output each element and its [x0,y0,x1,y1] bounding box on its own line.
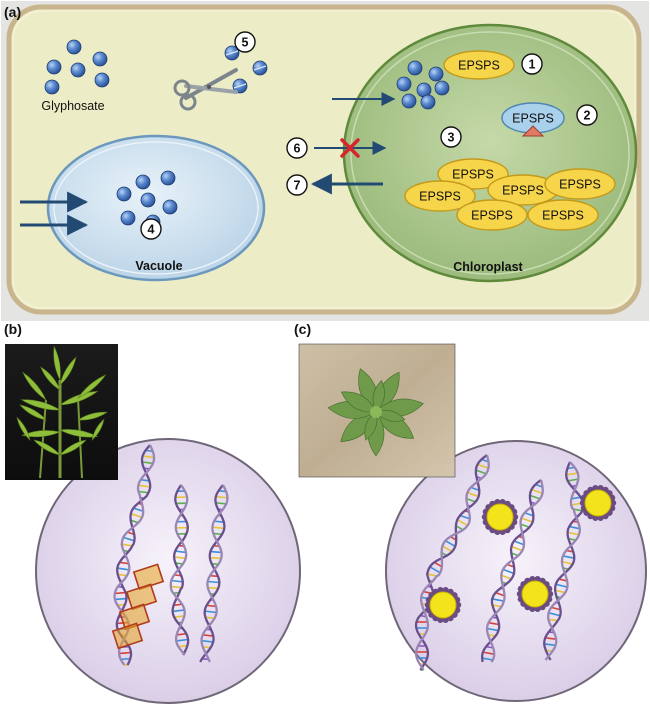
glyphosate-molecule [421,95,435,109]
glyphosate-molecule [45,80,59,94]
glyphosate-molecule [71,63,85,77]
epsps-label: EPSPS [419,190,461,204]
glyphosate-molecule [397,77,411,91]
glyphosate-label: Glyphosate [41,99,104,113]
epsps-label: EPSPS [458,59,500,73]
glyphosate-molecule [117,187,131,201]
step-marker: 1 [522,54,542,74]
epsps-label: EPSPS [452,168,494,182]
svg-text:6: 6 [294,142,301,156]
plant-photo-b [5,344,118,480]
epsps-label: EPSPS [559,178,601,192]
glyphosate-molecule [163,200,177,214]
glyphosate-molecule [161,171,175,185]
step-marker: 2 [577,105,597,125]
svg-text:4: 4 [148,223,155,237]
svg-text:5: 5 [242,36,249,50]
glyphosate-molecule [47,60,61,74]
svg-text:3: 3 [448,131,455,145]
epsps-label: EPSPS [502,184,544,198]
step-marker: 6 [287,138,307,158]
plant-photo-c [299,344,455,477]
glyphosate-molecule [93,52,107,66]
step-marker: 7 [287,175,307,195]
transposon-particle [482,499,518,535]
panel-c-label: (c) [294,321,311,337]
panel-a-label: (a) [4,4,21,20]
epsps-label: EPSPS [512,112,554,126]
vacuole-label: Vacuole [135,259,182,273]
transposon-particle [580,485,616,521]
epsps-label: EPSPS [471,209,513,223]
epsps-enzyme: EPSPS [528,200,598,230]
transposon-particle [517,576,553,612]
panel-a: (a) Chloroplast Vacuole Glyphosate EPSPS… [1,1,649,321]
glyphosate-molecule [67,40,81,54]
epsps-label: EPSPS [542,209,584,223]
epsps-enzyme: EPSPS [545,169,615,199]
glyphosate-molecule [136,175,150,189]
epsps-enzyme: EPSPS [444,51,514,79]
panel-b-label: (b) [4,321,22,337]
glyphosate-molecule [402,94,416,108]
chloroplast-label: Chloroplast [453,260,523,274]
step-marker: 4 [141,219,161,239]
step-marker: 3 [441,127,461,147]
glyphosate-molecule [435,81,449,95]
glyphosate-molecule [253,61,267,75]
glyphosate-molecule [408,61,422,75]
glyphosate-molecule [95,73,109,87]
glyphosate-molecule [429,67,443,81]
svg-text:1: 1 [529,58,536,72]
transposon-particle [425,587,461,623]
epsps-enzyme: EPSPS [457,200,527,230]
step-marker: 5 [235,32,255,52]
svg-text:7: 7 [294,179,301,193]
glyphosate-molecule [141,193,155,207]
panel-c: (c) [294,321,646,701]
panel-b: (b) [4,321,300,703]
svg-text:2: 2 [584,109,591,123]
glyphosate-molecule [121,211,135,225]
